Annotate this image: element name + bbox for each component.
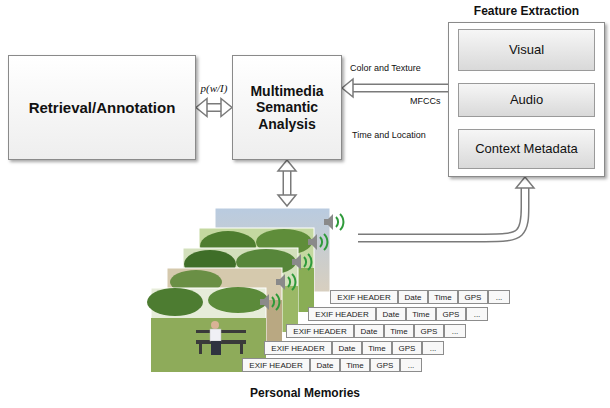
caption-text: Personal Memories	[148, 387, 462, 401]
sound-wave	[308, 254, 311, 270]
sound-wave	[336, 217, 338, 227]
arrow-shaft	[352, 85, 448, 91]
exif-cell: Date	[376, 307, 406, 321]
arrow-shaft	[284, 170, 290, 196]
arrow-shaft-outline	[358, 187, 525, 238]
exif-cell: EXIF HEADER	[242, 358, 310, 372]
arrowhead	[278, 195, 296, 206]
task-box: Retrieval/Annotation	[8, 55, 196, 160]
sound-wave	[324, 234, 327, 250]
feature-label: Time and Location	[352, 130, 426, 140]
exif-cell: GPS	[414, 324, 444, 338]
exif-cell: ...	[466, 307, 488, 321]
exif-cell: GPS	[370, 358, 400, 372]
arrow-shaft-outline	[283, 170, 292, 196]
speaker-icon	[260, 294, 279, 310]
exif-cell: EXIF HEADER	[308, 307, 376, 321]
speaker	[292, 254, 301, 270]
arrowhead	[221, 99, 232, 117]
exif-cell: Date	[332, 341, 362, 355]
arrowhead	[342, 79, 353, 97]
sound-wave	[320, 237, 322, 247]
node-label: Retrieval/Annotation	[29, 99, 176, 116]
speaker-icon	[324, 214, 343, 230]
feature-label: Color and Texture	[350, 63, 421, 73]
arrow-shaft	[358, 187, 525, 238]
exif-cell: ...	[444, 324, 466, 338]
edge-label: p(w/I)	[199, 82, 230, 94]
arrowhead	[516, 177, 534, 188]
exif-cell: Date	[398, 290, 428, 304]
exif-cell: EXIF HEADER	[286, 324, 354, 338]
sound-wave	[340, 214, 343, 230]
process-box: Multimedia Semantic Analysis	[232, 55, 342, 160]
exif-cell: GPS	[458, 290, 488, 304]
exif-cell: EXIF HEADER	[264, 341, 332, 355]
speaker	[260, 294, 269, 310]
exif-cell: Date	[310, 358, 340, 372]
connector-arrow	[342, 79, 448, 97]
speaker	[324, 214, 333, 230]
exif-cell: Time	[428, 290, 458, 304]
bench-leg	[240, 344, 243, 354]
exif-cell: GPS	[436, 307, 466, 321]
exif-cell: Time	[406, 307, 436, 321]
tree	[147, 288, 203, 316]
exif-cell: ...	[400, 358, 422, 372]
speaker	[276, 274, 285, 290]
exif-cell: Time	[340, 358, 370, 372]
group-box: Feature ExtractionVisualAudioContext Met…	[448, 22, 605, 177]
arrowhead	[196, 99, 207, 117]
node-label: Context Metadata	[475, 142, 578, 157]
arrow-shaft-outline	[352, 84, 448, 93]
group-heading: Feature Extraction	[449, 5, 604, 19]
feature-box: Context Metadata	[458, 129, 595, 169]
exif-cell: Time	[362, 341, 392, 355]
feature-box: Visual	[458, 29, 595, 71]
exif-cell: Date	[354, 324, 384, 338]
arrow-shaft	[206, 105, 222, 111]
bench-leg	[199, 344, 202, 354]
speaker-icon	[276, 274, 295, 290]
node-label: Visual	[509, 43, 544, 58]
feature-box: Audio	[458, 83, 595, 117]
person-legs	[211, 341, 221, 355]
person-head	[211, 321, 219, 329]
exif-cell: ...	[422, 341, 444, 355]
exif-cell: EXIF HEADER	[330, 290, 398, 304]
tree	[208, 287, 268, 313]
arrow-shaft-outline	[206, 103, 222, 112]
sound-wave	[276, 294, 279, 310]
speaker-icon	[308, 234, 327, 250]
person-body	[210, 329, 221, 341]
sound-wave	[288, 277, 290, 287]
speaker	[308, 234, 317, 250]
exif-cell: GPS	[392, 341, 422, 355]
connector-arrow	[358, 177, 534, 238]
arrowhead	[278, 160, 296, 171]
exif-cell: Time	[384, 324, 414, 338]
connector-arrow	[196, 99, 232, 117]
node-label: Multimedia Semantic Analysis	[241, 83, 333, 131]
sound-wave	[272, 297, 274, 307]
sound-wave	[304, 257, 306, 267]
connector-arrow	[278, 160, 296, 206]
sound-wave	[292, 274, 295, 290]
exif-cell: ...	[488, 290, 510, 304]
feature-label: MFCCs	[410, 96, 441, 106]
speaker-icon	[292, 254, 311, 270]
node-label: Audio	[510, 93, 543, 108]
